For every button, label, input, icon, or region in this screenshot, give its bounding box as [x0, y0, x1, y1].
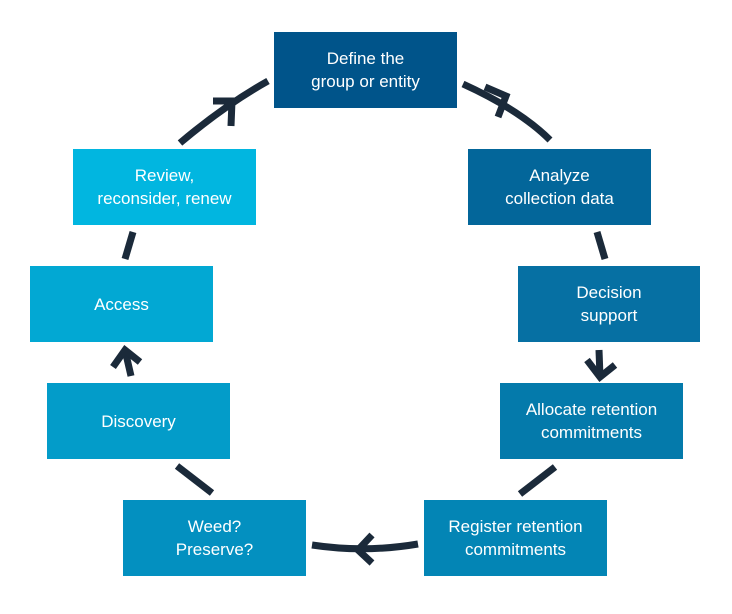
connector-register-to-weed — [311, 540, 419, 553]
arrow-chevron-icon — [213, 97, 236, 127]
step-access: Access — [30, 266, 213, 342]
step-decision-support: Decision support — [518, 266, 700, 342]
connector-define-to-analyze — [461, 80, 553, 143]
arrow-chevron-icon — [110, 344, 143, 370]
arrow-chevron-icon — [483, 83, 511, 119]
step-register-retention: Register retention commitments — [424, 500, 607, 576]
connector-allocate-to-register — [517, 464, 558, 497]
arrow-chevron-icon — [353, 532, 375, 566]
step-weed-preserve: Weed? Preserve? — [123, 500, 306, 576]
arrow-chevron-icon — [584, 357, 618, 382]
connector-review-to-define — [177, 77, 270, 146]
step-allocate-retention: Allocate retention commitments — [500, 383, 683, 459]
connector-access-to-review — [121, 231, 137, 260]
step-discovery: Discovery — [47, 383, 230, 459]
step-review-reconsider-renew: Review, reconsider, renew — [73, 149, 256, 225]
connector-analyze-to-decision — [593, 231, 609, 260]
connector-weed-to-discovery — [174, 463, 215, 496]
step-define-group: Define the group or entity — [274, 32, 457, 108]
step-analyze-collection-data: Analyze collection data — [468, 149, 651, 225]
